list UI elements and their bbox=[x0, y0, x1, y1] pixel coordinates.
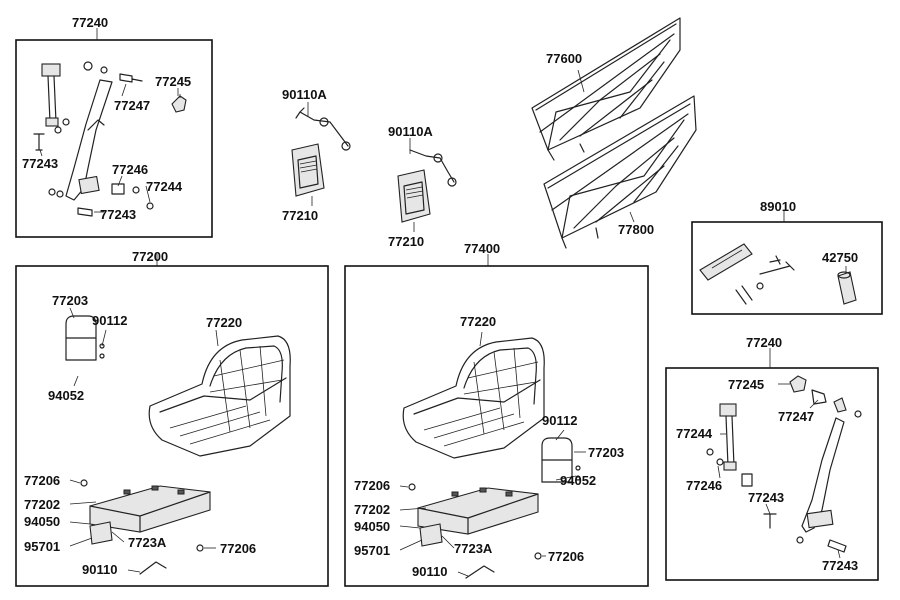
label-seat-right-7723A: 7723A bbox=[454, 541, 493, 556]
label-belt-left-77244: 77244 bbox=[146, 179, 183, 194]
label-seat-left-95701: 95701 bbox=[24, 539, 60, 554]
label-seat-left-94050: 94050 bbox=[24, 514, 60, 529]
seat-left-box bbox=[15, 265, 329, 587]
tool-kit bbox=[699, 243, 857, 305]
label-seat-right-title: 77400 bbox=[464, 241, 500, 256]
head-pad-left bbox=[291, 143, 325, 206]
label-belt-right-77243a: 77243 bbox=[748, 490, 784, 505]
tool-kit-box bbox=[691, 221, 883, 315]
label-pad-right: 77210 bbox=[388, 234, 424, 249]
net-lower bbox=[543, 95, 697, 249]
label-tool-kit-title: 89010 bbox=[760, 199, 796, 214]
title-leaders bbox=[96, 28, 785, 368]
label-harness-left: 90110A bbox=[282, 87, 327, 102]
label-seat-left-77206a: 77206 bbox=[24, 473, 60, 488]
label-seat-left-77203: 77203 bbox=[52, 293, 88, 308]
seat-right-leaders bbox=[399, 331, 586, 577]
label-belt-left-77243a: 77243 bbox=[22, 156, 58, 171]
label-seat-right-90112: 90112 bbox=[542, 413, 577, 428]
seat-left bbox=[65, 315, 291, 575]
label-seat-left-7723A: 7723A bbox=[128, 535, 167, 550]
label-net-lower: 77800 bbox=[618, 222, 654, 237]
belt-right-leaders bbox=[717, 383, 841, 559]
label-belt-left-77243b: 77243 bbox=[100, 207, 136, 222]
label-belt-right-77245: 77245 bbox=[728, 377, 764, 392]
label-belt-right-77246: 77246 bbox=[686, 478, 722, 493]
label-seat-left-77206b: 77206 bbox=[220, 541, 256, 556]
label-seat-left-title: 77200 bbox=[132, 249, 168, 264]
buckle-latch bbox=[719, 403, 737, 417]
label-seat-right-94052: 94052 bbox=[560, 473, 596, 488]
belt-right-box bbox=[665, 367, 879, 581]
label-seat-left-94052: 94052 bbox=[48, 388, 84, 403]
net-upper bbox=[531, 17, 681, 161]
label-belt-right-77243b: 77243 bbox=[822, 558, 858, 573]
label-seat-right-77206a: 77206 bbox=[354, 478, 390, 493]
label-seat-left-77202: 77202 bbox=[24, 497, 60, 512]
harness-left bbox=[295, 102, 351, 151]
label-seat-right-95701: 95701 bbox=[354, 543, 390, 558]
label-belt-right-title: 77240 bbox=[746, 335, 782, 350]
label-belt-right-77247: 77247 bbox=[778, 409, 814, 424]
label-seat-left-90110: 90110 bbox=[82, 562, 117, 577]
label-seat-right-77202: 77202 bbox=[354, 502, 390, 517]
label-pad-left: 77210 bbox=[282, 208, 318, 223]
label-belt-left-77247: 77247 bbox=[114, 98, 150, 113]
label-seat-right-90110: 90110 bbox=[412, 564, 447, 579]
label-harness-right: 90110A bbox=[388, 124, 433, 139]
label-net-upper: 77600 bbox=[546, 51, 582, 66]
seat-right bbox=[402, 337, 581, 579]
seat-belt-left bbox=[33, 61, 187, 217]
belt-left-leaders bbox=[39, 83, 179, 213]
belt-left-box bbox=[15, 39, 213, 238]
buckle-latch bbox=[41, 63, 61, 77]
label-seat-right-77220: 77220 bbox=[460, 314, 496, 329]
label-seat-left-90112: 90112 bbox=[92, 313, 127, 328]
label-belt-right-77244: 77244 bbox=[676, 426, 713, 441]
label-seat-right-77203: 77203 bbox=[588, 445, 624, 460]
head-pad-right bbox=[397, 169, 431, 232]
label-seat-right-77206b: 77206 bbox=[548, 549, 584, 564]
harness-right bbox=[409, 138, 457, 187]
seat-belt-right bbox=[706, 375, 862, 553]
label-seat-left-77220: 77220 bbox=[206, 315, 242, 330]
label-belt-left-title: 77240 bbox=[72, 15, 108, 30]
label-seat-right-94050: 94050 bbox=[354, 519, 390, 534]
seat-left-leaders bbox=[69, 307, 219, 573]
label-belt-left-77245: 77245 bbox=[155, 74, 191, 89]
part-labels: 77240 77245 77247 77243 77246 77244 7724… bbox=[22, 15, 858, 579]
label-belt-left-77246: 77246 bbox=[112, 162, 148, 177]
seat-right-box bbox=[344, 265, 649, 587]
label-tool-kit-42750: 42750 bbox=[822, 250, 858, 265]
